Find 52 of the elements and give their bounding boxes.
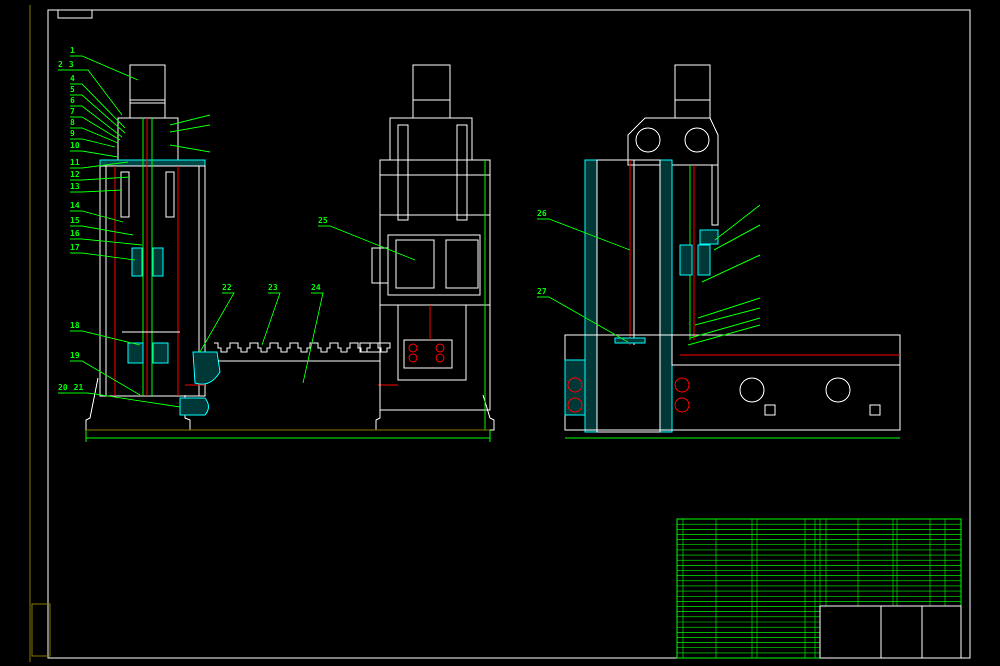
callout-number: 19 xyxy=(70,351,80,360)
leader-line xyxy=(70,162,128,168)
leader-line xyxy=(70,360,140,396)
callout-number: 15 xyxy=(70,216,80,225)
callout-number: 9 xyxy=(70,129,75,138)
callout-number: 23 xyxy=(268,283,278,292)
leader-line xyxy=(200,292,235,352)
callout-number: 6 xyxy=(70,96,75,105)
callout-number: 21 xyxy=(74,383,84,392)
leader-line xyxy=(70,210,124,222)
leader-line xyxy=(70,84,126,128)
callout-number: 11 xyxy=(70,158,80,167)
callout-number: 16 xyxy=(70,229,80,238)
callout-number: 10 xyxy=(70,141,80,150)
leader-line xyxy=(70,176,130,180)
callout-number: 3 xyxy=(68,60,74,69)
leader-line xyxy=(70,190,122,192)
callout-number: 22 xyxy=(222,283,232,292)
leader-line xyxy=(70,128,118,144)
callout-number: 25 xyxy=(318,216,328,225)
leader-line xyxy=(70,226,134,236)
callout-number: 18 xyxy=(70,321,80,330)
leader-line xyxy=(536,296,628,342)
leader-line xyxy=(70,252,136,260)
callout-number: 7 xyxy=(70,107,75,116)
callout-number: 12 xyxy=(70,170,80,179)
leader-line xyxy=(536,218,630,250)
leader-line xyxy=(70,138,116,148)
leader-line xyxy=(70,150,118,158)
leader-line xyxy=(58,392,180,408)
callout-number: 2 xyxy=(58,60,63,69)
callout-number: 17 xyxy=(70,243,80,252)
callout-number: 1 xyxy=(70,46,75,55)
leader-line xyxy=(70,238,142,246)
leader-line xyxy=(70,56,138,80)
callout-number: 13 xyxy=(70,182,80,191)
callout-number: 8 xyxy=(70,118,75,127)
leader-line xyxy=(70,106,122,138)
callout-number: 4 xyxy=(70,74,75,83)
leader-line xyxy=(70,94,126,134)
callout-number: 26 xyxy=(537,209,547,218)
callout-number: 20 xyxy=(58,383,68,392)
leader-line xyxy=(70,330,140,346)
callout-number: 14 xyxy=(70,201,80,210)
callout-number: 5 xyxy=(70,85,75,94)
leader-line xyxy=(318,226,416,260)
leader-line xyxy=(302,292,324,384)
leader-line xyxy=(70,116,120,140)
leader-line xyxy=(262,292,281,346)
callout-number: 27 xyxy=(537,287,547,296)
leader-line xyxy=(58,70,122,116)
callout-number: 24 xyxy=(311,283,321,292)
